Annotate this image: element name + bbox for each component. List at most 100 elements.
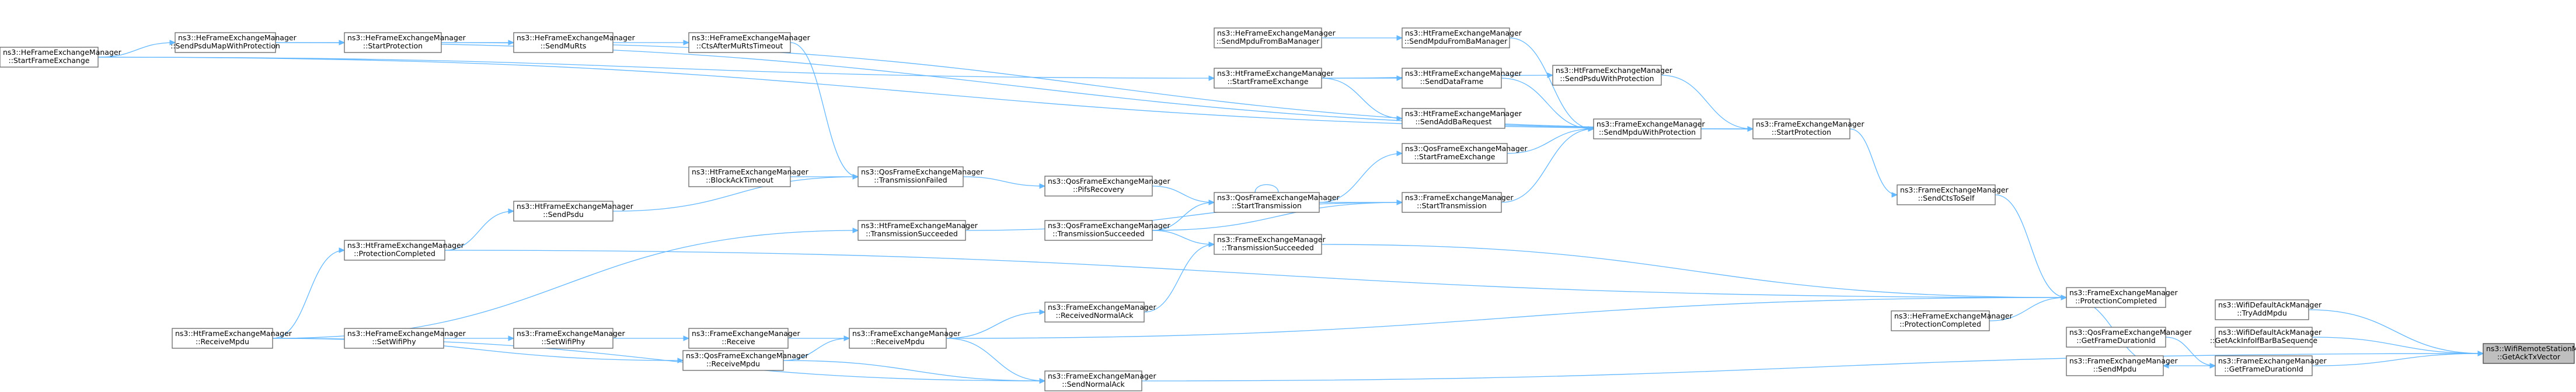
node-n7[interactable]: ns3::QosFrameExchangeManager::GetFrameDu… bbox=[2066, 327, 2192, 348]
edge-n1-n2 bbox=[2308, 309, 2484, 354]
node-n41[interactable]: ns3::HeFrameExchangeManager::SetWifiPhy bbox=[344, 328, 466, 349]
node-box bbox=[1214, 68, 1322, 89]
node-method-label: ::BlockAckTimeout bbox=[706, 176, 773, 184]
node-n16[interactable]: ns3::HtFrameExchangeManager::ProtectionC… bbox=[344, 240, 465, 261]
arrowhead-n19-n23 bbox=[1547, 72, 1554, 78]
node-n8[interactable]: ns3::FrameExchangeManager::ProtectionCom… bbox=[2066, 287, 2178, 308]
node-n5[interactable]: ns3::FrameExchangeManager::SendMpdu bbox=[2066, 355, 2178, 376]
node-n10[interactable]: ns3::QosFrameExchangeManager::ReceiveMpd… bbox=[682, 350, 808, 371]
node-n30[interactable]: ns3::QosFrameExchangeManager::PifsRecove… bbox=[1044, 176, 1170, 197]
node-method-label: ::StartProtection bbox=[1772, 128, 1831, 136]
node-box bbox=[344, 32, 442, 53]
node-n26[interactable]: ns3::HtFrameExchangeManager::SendDataFra… bbox=[1402, 68, 1522, 89]
node-n25[interactable]: ns3::HtFrameExchangeManager::SendAddBaRe… bbox=[1402, 108, 1522, 129]
node-box bbox=[1552, 65, 1662, 86]
arrowhead-n36-n18 bbox=[508, 40, 515, 46]
node-n40[interactable]: ns3::FrameExchangeManager::SetWifiPhy bbox=[513, 328, 625, 349]
arrowhead-n32-n35 bbox=[852, 174, 859, 180]
edge-n20-n21 bbox=[97, 42, 176, 58]
node-n22[interactable]: ns3::HtFrameExchangeManager::SendMpduFro… bbox=[1402, 27, 1522, 48]
node-method-label: ::TransmissionSucceeded bbox=[866, 229, 958, 238]
node-n14[interactable]: ns3::FrameExchangeManager::TransmissionS… bbox=[1214, 234, 1326, 255]
node-n33[interactable]: ns3::HtFrameExchangeManager::BlockAckTim… bbox=[688, 166, 809, 187]
node-n21[interactable]: ns3::HeFrameExchangeManager::StartFrameE… bbox=[0, 47, 122, 68]
node-method-label: ::TransmissionFailed bbox=[874, 176, 947, 184]
node-class-label: ns3::FrameExchangeManager bbox=[1217, 235, 1326, 244]
node-method-label: ::StartTransmission bbox=[1232, 201, 1302, 210]
node-n17[interactable]: ns3::FrameExchangeManager::SendMpduWithP… bbox=[1593, 118, 1705, 139]
node-n19[interactable]: ns3::HtFrameExchangeManager::SendPsduWit… bbox=[1552, 65, 1673, 86]
node-class-label: ns3::WifiDefaultAckManager bbox=[2218, 328, 2322, 337]
node-n11[interactable]: ns3::HtFrameExchangeManager::ReceiveMpdu bbox=[172, 328, 292, 349]
node-n12[interactable]: ns3::FrameExchangeManager::SendCtsToSelf bbox=[1897, 184, 2009, 205]
node-class-label: ns3::FrameExchangeManager bbox=[517, 329, 625, 338]
edge-n27-n29 bbox=[1319, 153, 1403, 203]
edge-n9-n10 bbox=[783, 338, 850, 361]
node-n3[interactable]: ns3::WifiDefaultAckManager::GetAckInfoIf… bbox=[2210, 327, 2322, 348]
node-box bbox=[1044, 302, 1145, 323]
node-n15[interactable]: ns3::HeFrameExchangeManager::ProtectionC… bbox=[1891, 310, 2013, 331]
node-n13[interactable]: ns3::FrameExchangeManager::StartProtecti… bbox=[1752, 118, 1864, 139]
node-method-label: ::SendNormalAck bbox=[1062, 380, 1125, 388]
node-n24[interactable]: ns3::HeFrameExchangeManager::SendMpduFro… bbox=[1214, 27, 1336, 48]
node-method-label: ::GetFrameDurationId bbox=[2224, 365, 2303, 373]
node-n23[interactable]: ns3::HtFrameExchangeManager::StartFrameE… bbox=[1214, 68, 1334, 89]
node-n2[interactable]: ns3::WifiDefaultAckManager::TryAddMpdu bbox=[2215, 299, 2322, 320]
arrowhead-n38-n9 bbox=[1039, 309, 1046, 315]
node-class-label: ns3::HeFrameExchangeManager bbox=[1217, 29, 1336, 37]
node-method-label: ::StartFrameExchange bbox=[9, 56, 90, 65]
node-class-label: ns3::QosFrameExchangeManager bbox=[1405, 144, 1528, 153]
arrowhead-n25-n23 bbox=[1396, 116, 1403, 121]
edge-n10-n11 bbox=[272, 338, 684, 361]
node-class-label: ns3::HeFrameExchangeManager bbox=[347, 329, 466, 338]
node-n32[interactable]: ns3::QosFrameExchangeManager::Transmissi… bbox=[857, 166, 984, 187]
node-n37[interactable]: ns3::HtFrameExchangeManager::Transmissio… bbox=[857, 220, 978, 241]
node-class-label: ns3::FrameExchangeManager bbox=[1048, 303, 1156, 312]
node-n36[interactable]: ns3::HeFrameExchangeManager::SendMuRts bbox=[513, 32, 636, 53]
node-box bbox=[2215, 299, 2309, 320]
node-method-label: ::SendMuRts bbox=[541, 41, 587, 50]
node-n9[interactable]: ns3::FrameExchangeManager::ReceiveMpdu bbox=[849, 328, 961, 349]
node-method-label: ::SetWifiPhy bbox=[541, 337, 585, 346]
node-box bbox=[688, 166, 791, 187]
node-n27[interactable]: ns3::QosFrameExchangeManager::StartFrame… bbox=[1402, 143, 1528, 164]
node-n29[interactable]: ns3::QosFrameExchangeManager::StartTrans… bbox=[1214, 192, 1340, 213]
node-method-label: ::ReceivedNormalAck bbox=[1056, 311, 1134, 320]
edge-n34-n16 bbox=[444, 211, 514, 251]
arrowhead-n35-n36 bbox=[683, 40, 690, 46]
arrowhead-n28-n37 bbox=[1396, 200, 1403, 205]
node-box bbox=[857, 166, 964, 187]
node-n20[interactable]: ns3::HeFrameExchangeManager::SendPsduMap… bbox=[170, 32, 297, 53]
node-box bbox=[1402, 108, 1505, 129]
node-n39[interactable]: ns3::FrameExchangeManager::Receive bbox=[688, 328, 800, 349]
node-box bbox=[175, 32, 276, 53]
edge-n25-n23 bbox=[1321, 78, 1403, 119]
edge-n32-n34 bbox=[612, 176, 859, 212]
node-method-label: ::StartFrameExchange bbox=[1414, 152, 1496, 161]
arrowhead-n27-n29 bbox=[1396, 150, 1403, 156]
node-class-label: ns3::FrameExchangeManager bbox=[1900, 186, 2009, 194]
node-n4[interactable]: ns3::FrameExchangeManager::GetFrameDurat… bbox=[2215, 355, 2327, 376]
node-n34[interactable]: ns3::HtFrameExchangeManager::SendPsdu bbox=[513, 201, 634, 222]
edge-n8-n9 bbox=[946, 297, 2067, 339]
node-class-label: ns3::QosFrameExchangeManager bbox=[1217, 193, 1340, 202]
edge-n14-n31 bbox=[1152, 230, 1215, 245]
node-class-label: ns3::HeFrameExchangeManager bbox=[517, 33, 636, 42]
node-class-label: ns3::FrameExchangeManager bbox=[1405, 193, 1514, 202]
node-n18[interactable]: ns3::HeFrameExchangeManager::StartProtec… bbox=[344, 32, 466, 53]
node-n28[interactable]: ns3::FrameExchangeManager::StartTransmis… bbox=[1402, 192, 1514, 213]
node-n38[interactable]: ns3::FrameExchangeManager::ReceivedNorma… bbox=[1044, 302, 1156, 323]
node-class-label: ns3::FrameExchangeManager bbox=[692, 329, 800, 338]
node-n6[interactable]: ns3::FrameExchangeManager::SendNormalAck bbox=[1044, 370, 1156, 391]
node-method-label: ::StartTransmission bbox=[1417, 201, 1487, 210]
node-class-label: ns3::HeFrameExchangeManager bbox=[3, 48, 122, 57]
node-n35[interactable]: ns3::HeFrameExchangeManager::CtsAfterMuR… bbox=[688, 32, 811, 53]
edge-n23-n21 bbox=[97, 57, 1215, 79]
node-method-label: ::GetAckTxVector bbox=[2497, 352, 2561, 361]
edge-n1-n3 bbox=[2312, 337, 2484, 354]
node-method-label: ::SendMpduFromBaManager bbox=[1216, 37, 1320, 46]
node-method-label: ::SendMpduWithProtection bbox=[1599, 128, 1696, 136]
node-class-label: ns3::FrameExchangeManager bbox=[1048, 372, 1156, 380]
node-n31[interactable]: ns3::QosFrameExchangeManager::Transmissi… bbox=[1044, 220, 1170, 241]
